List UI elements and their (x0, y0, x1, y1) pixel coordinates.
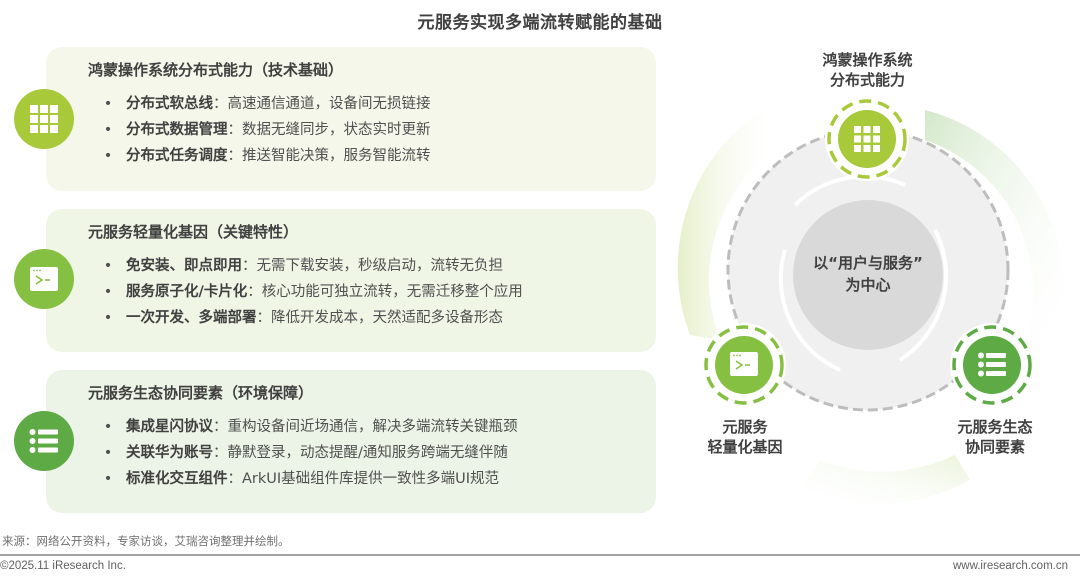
bullet-key: 分布式数据管理 (126, 122, 228, 138)
bullet-text: ：重构设备间近场通信，解决多端流转关键瓶颈 (213, 419, 518, 435)
bullet-key: 服务原子化/卡片化 (126, 284, 248, 300)
section-card-lightweight: 元服务轻量化基因（关键特性） •免安装、即点即用：无需下载安装，秒级启动，流转无… (46, 209, 656, 352)
section-title: 元服务生态协同要素（环境保障） (88, 384, 314, 402)
bullet-list: •分布式软总线：高速通信通道，设备间无损链接 •分布式数据管理：数据无缝同步，状… (88, 91, 431, 169)
node-label-left: 元服务 轻量化基因 (707, 418, 783, 456)
node-label-top: 鸿蒙操作系统 分布式能力 (822, 51, 913, 89)
bullet-item: •免安装、即点即用：无需下载安装，秒级启动，流转无负担 (103, 258, 503, 274)
node-ring-top (827, 99, 907, 179)
section-card-distributed: 鸿蒙操作系统分布式能力（技术基础） •分布式软总线：高速通信通道，设备间无损链接… (46, 47, 656, 191)
node-label-right: 元服务生态 协同要素 (957, 418, 1033, 456)
bullet-key: 关联华为账号 (126, 445, 213, 461)
footer-divider (0, 554, 1080, 556)
section-title: 元服务轻量化基因（关键特性） (88, 223, 299, 241)
bullet-key: 分布式软总线 (126, 96, 213, 112)
bg-arc-left (677, 105, 780, 340)
bullet-text: ：降低开发成本，天然适配多设备形态 (256, 310, 504, 326)
bullet-text: ：数据无缝同步，状态实时更新 (227, 122, 431, 138)
grid-icon (854, 126, 880, 152)
bullet-text: ：ArkUI基础组件库提供一致性多端UI规范 (227, 471, 500, 487)
bullet-text: ：静默登录，动态提醒/通知服务跨端无缝伴随 (213, 445, 508, 461)
inner-arc-top (793, 174, 906, 207)
bullet-item: •集成星闪协议：重构设备间近场通信，解决多端流转关键瓶颈 (103, 419, 518, 435)
node-ring-left (704, 325, 784, 405)
bg-arc-bottom (800, 455, 970, 505)
inner-arc-right (898, 229, 949, 362)
node-ring-right (952, 325, 1032, 405)
bullet-item: •服务原子化/卡片化：核心功能可独立流转，无需迁移整个应用 (103, 284, 523, 300)
list-icon (14, 411, 74, 471)
bullet-text: ：高速通信通道，设备间无损链接 (213, 96, 431, 112)
bullet-key: 分布式任务调度 (126, 148, 228, 164)
copyright: ©2025.11 iResearch Inc. (0, 560, 126, 572)
terminal-icon (730, 352, 758, 376)
bullet-item: •标准化交互组件：ArkUI基础组件库提供一致性多端UI规范 (103, 471, 500, 487)
bullet-item: •分布式任务调度：推送智能决策，服务智能流转 (103, 148, 431, 164)
website-link[interactable]: www.iresearch.com.cn (952, 560, 1068, 572)
center-circle (793, 200, 943, 350)
source-note: 来源：网络公开资料，专家访谈，艾瑞咨询整理并绘制。 (2, 534, 290, 548)
bullet-item: •关联华为账号：静默登录，动态提醒/通知服务跨端无缝伴随 (103, 445, 508, 461)
terminal-icon (14, 249, 74, 309)
grid-icon (14, 89, 74, 149)
section-card-ecosystem: 元服务生态协同要素（环境保障） •集成星闪协议：重构设备间近场通信，解决多端流转… (46, 370, 656, 513)
page-title: 元服务实现多端流转赋能的基础 (417, 13, 663, 33)
inner-arc-left (778, 249, 841, 372)
cycle-diagram: 鸿蒙操作系统 分布式能力 以“用户与服务” 为中心 元服务 轻量化基因 元服务生… (660, 30, 1080, 540)
bullet-item: •分布式软总线：高速通信通道，设备间无损链接 (103, 96, 431, 112)
center-label: 以“用户与服务” 为中心 (813, 254, 923, 294)
bullet-text: ：推送智能决策，服务智能流转 (227, 148, 431, 164)
section-title: 鸿蒙操作系统分布式能力（技术基础） (88, 61, 344, 79)
bullet-key: 一次开发、多端部署 (126, 310, 257, 326)
list-icon (978, 352, 1006, 377)
bullet-list: •集成星闪协议：重构设备间近场通信，解决多端流转关键瓶颈 •关联华为账号：静默登… (88, 414, 518, 492)
bullet-key: 集成星闪协议 (126, 419, 213, 435)
bullet-list: •免安装、即点即用：无需下载安装，秒级启动，流转无负担 •服务原子化/卡片化：核… (88, 253, 523, 331)
bullet-text: ：核心功能可独立流转，无需迁移整个应用 (247, 284, 523, 300)
bullet-key: 免安装、即点即用 (126, 258, 242, 274)
bullet-key: 标准化交互组件 (126, 471, 228, 487)
bullet-item: •分布式数据管理：数据无缝同步，状态实时更新 (103, 122, 431, 138)
bullet-item: •一次开发、多端部署：降低开发成本，天然适配多设备形态 (103, 310, 504, 326)
bullet-text: ：无需下载安装，秒级启动，流转无负担 (242, 258, 503, 274)
bg-arc-right (925, 110, 1065, 360)
